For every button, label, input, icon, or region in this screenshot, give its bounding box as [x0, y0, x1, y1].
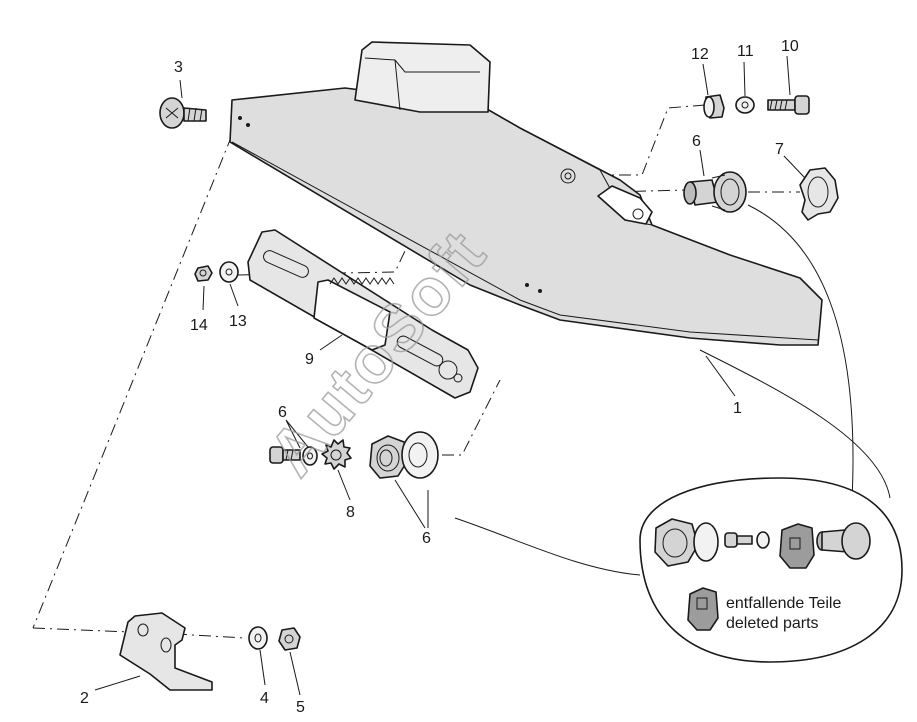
callout-5: 5 [296, 699, 305, 716]
callout-12: 12 [691, 46, 709, 63]
washer-4 [248, 626, 268, 650]
chain-guard-cover [229, 41, 823, 346]
legend-line-2: deleted parts [726, 615, 819, 632]
washer-11 [735, 96, 755, 114]
callout-10: 10 [781, 38, 799, 55]
callout-14: 14 [190, 317, 208, 334]
bolt-10 [767, 95, 810, 115]
callout-6-middle: 6 [278, 404, 287, 421]
washer-lower [302, 446, 318, 466]
legend-swatch [687, 587, 719, 631]
deleted-connector [816, 522, 871, 560]
legend-line-1: entfallende Teile [726, 595, 841, 612]
callout-11: 11 [737, 43, 754, 60]
retaining-clip [799, 167, 839, 221]
callout-leaders [94, 55, 806, 696]
callout-8: 8 [346, 504, 355, 521]
bracket-2 [119, 612, 213, 691]
callout-3: 3 [174, 59, 183, 76]
adjuster-bolt-lower [269, 446, 301, 464]
callout-numbers: 3 12 11 10 6 7 1 14 13 9 6 8 6 2 4 5 [80, 38, 799, 716]
adjuster-connector-upper [683, 171, 747, 213]
callout-7: 7 [775, 141, 784, 158]
hex-nut-lower [369, 435, 409, 479]
callout-6-upper: 6 [692, 133, 701, 150]
callout-6-lower: 6 [422, 530, 431, 547]
sprocket-8 [321, 439, 352, 470]
washer-large-lower [401, 431, 439, 479]
callout-13: 13 [229, 313, 247, 330]
callout-4: 4 [260, 690, 269, 707]
callout-9: 9 [305, 351, 314, 368]
deleted-bolt [724, 532, 753, 548]
deleted-parts-detail: entfallende Teile deleted parts [454, 204, 903, 663]
nut-14 [194, 265, 213, 282]
torx-screw [159, 97, 207, 129]
nut-5 [278, 627, 301, 651]
deleted-block [779, 523, 815, 569]
washer-13 [219, 261, 239, 283]
adjuster-plate [247, 229, 479, 399]
callout-2: 2 [80, 690, 89, 707]
deleted-hex-nut [654, 518, 699, 567]
spacer-12 [703, 94, 725, 119]
callout-1: 1 [733, 400, 742, 417]
